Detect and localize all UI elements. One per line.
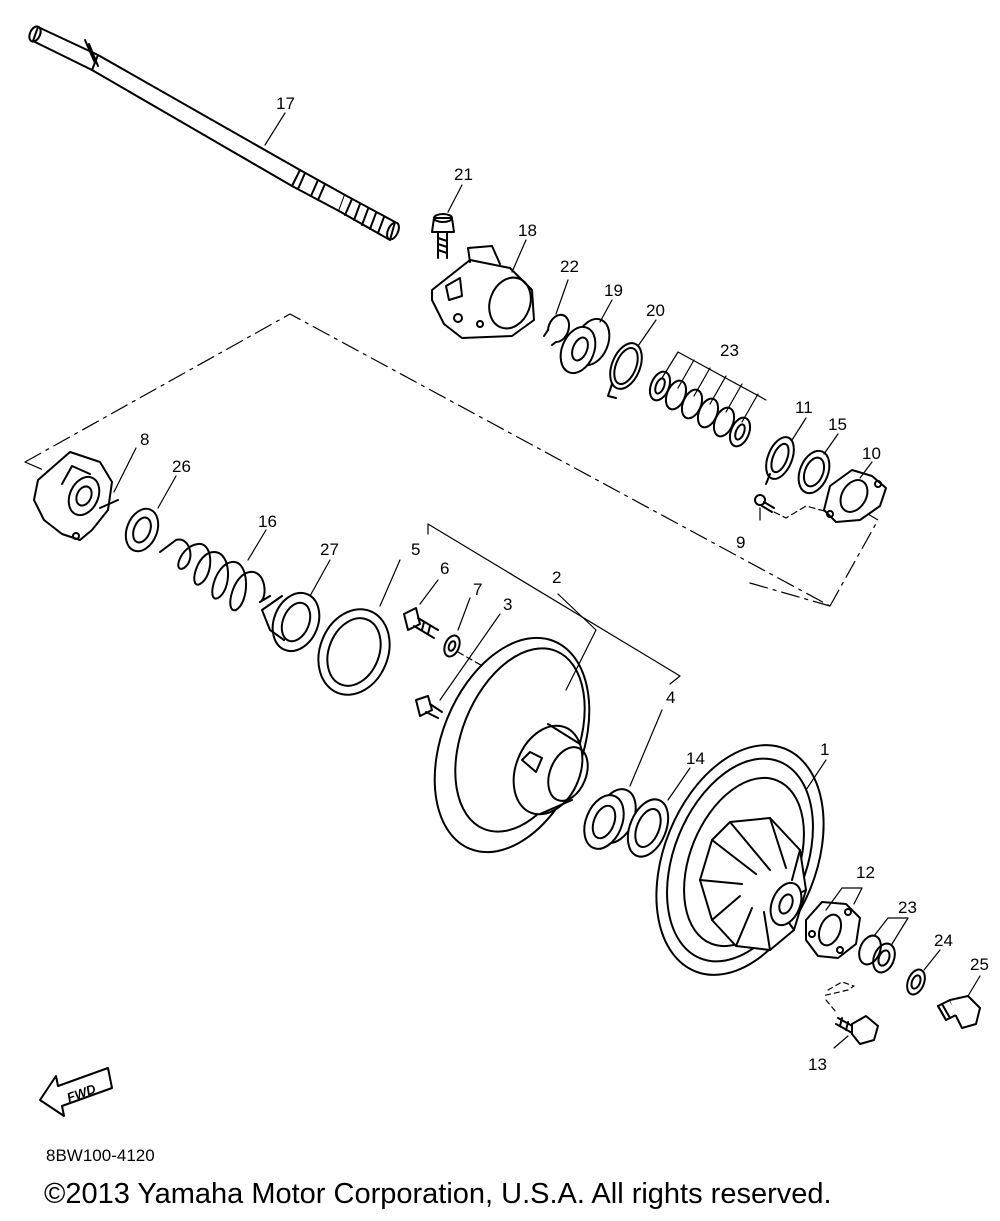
bearing-part-4 [583, 788, 637, 850]
bearing-part-19 [559, 317, 611, 375]
circlip-part-22 [543, 313, 571, 346]
forward-arrow-icon [39, 1067, 113, 1117]
part-label-9: 9 [736, 533, 745, 552]
plate-part-12 [805, 901, 861, 959]
part-label-21: 21 [454, 165, 473, 184]
leader-line-8 [113, 447, 137, 493]
washer-part-14 [626, 798, 670, 858]
ring-part-5 [317, 608, 391, 696]
bushing-part-27 [261, 591, 321, 653]
part-label-24: 24 [934, 931, 953, 950]
plate-part-15 [797, 449, 831, 495]
leader-line-25 [967, 975, 981, 997]
part-label-26: 26 [172, 457, 191, 476]
leader-line-22 [555, 279, 569, 315]
part-label-5: 5 [411, 540, 420, 559]
leader-line-17 [264, 112, 286, 146]
leader-line-2 [557, 593, 597, 691]
part-label-4: 4 [666, 688, 675, 707]
part-label-20: 20 [646, 301, 665, 320]
leader-line-6 [419, 579, 439, 605]
drawing-code: 8BW100-4120 [46, 1146, 155, 1165]
leader-line-1 [805, 759, 827, 791]
part-label-2: 2 [552, 568, 561, 587]
part-label-11: 11 [795, 398, 813, 417]
leader-line-3 [439, 613, 501, 701]
bolt-part-21 [431, 213, 455, 259]
bolt-part-13 [835, 1015, 879, 1045]
bolt-part-3 [415, 695, 443, 719]
part-label-6: 6 [440, 559, 449, 578]
washer-part-26 [124, 507, 160, 553]
part-label-8: 8 [140, 430, 149, 449]
leader-lines-23-lower [873, 917, 909, 945]
part-label-23-lower: 23 [898, 898, 917, 917]
washer-part-24 [906, 968, 926, 996]
screw-part-9 [754, 494, 775, 513]
part-label-22: 22 [560, 257, 579, 276]
part-label-17: 17 [276, 94, 295, 113]
copyright-notice: ©2013 Yamaha Motor Corporation, U.S.A. A… [44, 1178, 832, 1210]
part-label-15: 15 [828, 415, 847, 434]
part-label-12: 12 [856, 863, 875, 882]
sheave-part-1 [655, 744, 825, 976]
washer-stack-part-23-upper [648, 370, 752, 448]
leader-lines-12 [825, 887, 863, 911]
part-label-13: 13 [808, 1055, 827, 1074]
assembly-outline [24, 313, 879, 607]
bracket-line-2 [427, 523, 681, 685]
bolt-part-25 [937, 995, 981, 1029]
part-label-27: 27 [320, 540, 339, 559]
flange-plate-part-10 [823, 469, 887, 523]
washer-stack-part-23-lower [858, 934, 896, 974]
part-label-16: 16 [258, 512, 277, 531]
cam-part-8 [33, 451, 119, 541]
part-label-14: 14 [686, 749, 705, 768]
leader-line-24 [923, 949, 941, 971]
dashed-line-13 [821, 981, 855, 1013]
bracket-part-18 [431, 245, 535, 339]
washer-part-7 [443, 634, 461, 658]
part-label-25: 25 [970, 955, 989, 974]
part-label-1: 1 [820, 740, 829, 759]
leader-line-18 [511, 239, 527, 273]
spring-part-16 [159, 538, 271, 612]
leader-line-10 [859, 461, 873, 479]
part-label-10: 10 [862, 444, 881, 463]
leader-line-14 [667, 767, 691, 801]
leader-line-16 [247, 529, 267, 561]
leader-line-27 [309, 559, 331, 597]
leader-line-21 [447, 184, 463, 213]
bolt-part-6 [403, 607, 439, 639]
shaft-part [28, 25, 400, 241]
leader-line-15 [823, 433, 839, 455]
part-label-3: 3 [503, 595, 512, 614]
leader-line-19 [599, 299, 613, 323]
leader-line-11 [791, 417, 807, 441]
part-label-7: 7 [473, 580, 482, 599]
snap-ring-part-20 [607, 342, 643, 399]
leader-lines-23-upper [661, 351, 767, 423]
leader-line-20 [637, 319, 657, 347]
leader-line-4 [629, 709, 663, 787]
leader-line-13 [833, 1035, 849, 1049]
part-label-19: 19 [604, 281, 623, 300]
sheave-part-2 [433, 636, 591, 854]
leader-line-7 [457, 597, 471, 631]
dashed-line-9-10 [773, 505, 829, 519]
part-label-23-upper: 23 [720, 341, 739, 360]
ring-part-11 [765, 436, 795, 485]
part-label-18: 18 [518, 221, 537, 240]
leader-line-5 [379, 559, 401, 607]
leader-line-26 [157, 475, 177, 509]
